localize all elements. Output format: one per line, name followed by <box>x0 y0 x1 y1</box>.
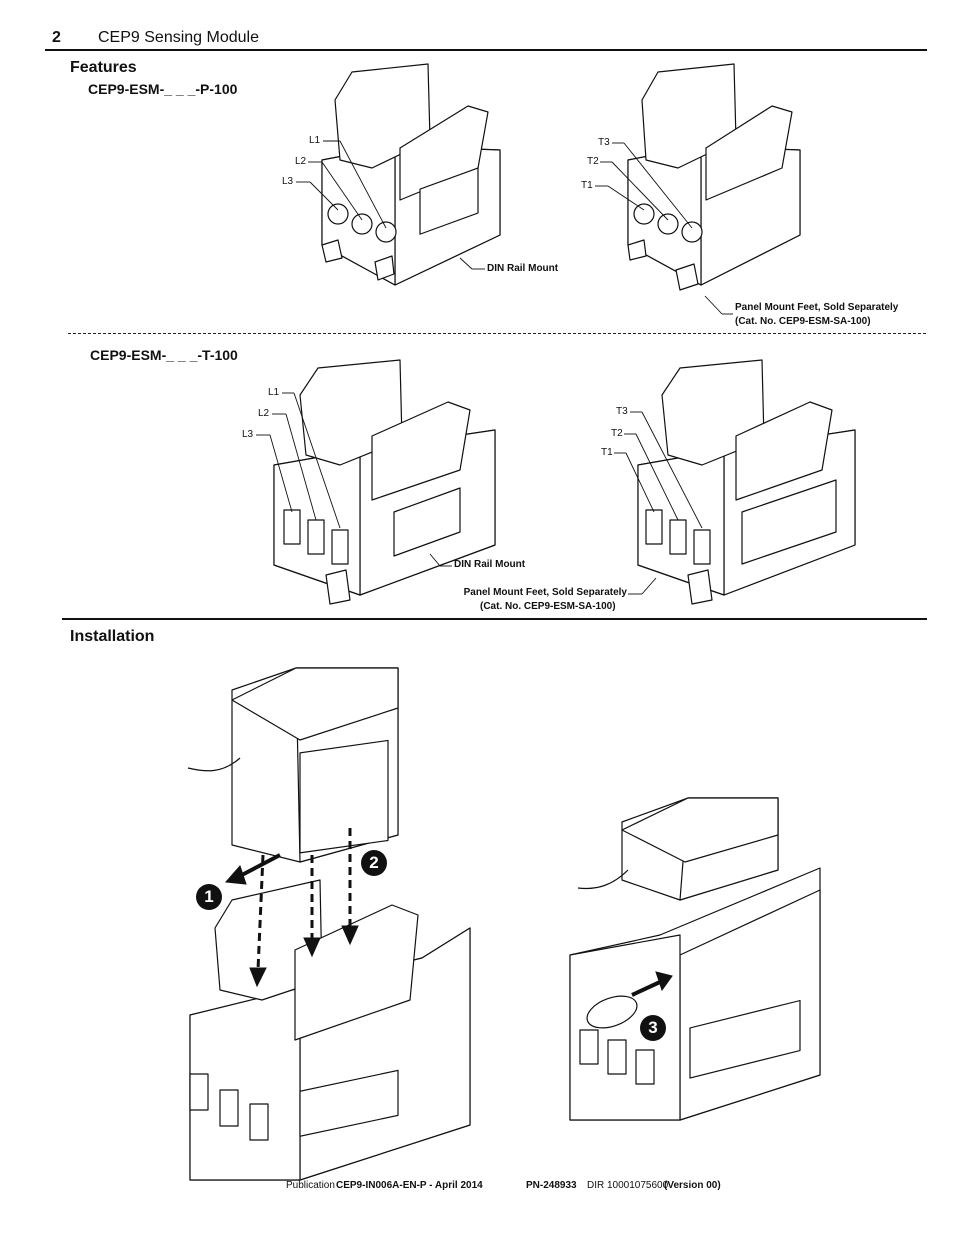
installation-left-illustration <box>189 667 471 1181</box>
p-line-module-illustration <box>321 63 501 286</box>
installation-heading: Installation <box>70 628 155 645</box>
section-divider <box>68 333 926 334</box>
running-title: CEP9 Sensing Module <box>98 29 259 46</box>
footer-version: (Version 00) <box>664 1180 721 1191</box>
p-din-rail-label: DIN Rail Mount <box>487 263 559 274</box>
t-model-heading: CEP9-ESM-_ _ _-T-100 <box>90 347 238 363</box>
footer-dir: DIR 10001075600 <box>587 1180 669 1191</box>
t-label-t3: T3 <box>616 406 628 417</box>
features-heading: Features <box>70 59 137 76</box>
t-label-t2: T2 <box>611 428 623 439</box>
t-label-l2: L2 <box>258 408 270 419</box>
step-1-marker: 1 <box>196 884 222 910</box>
installation-rule <box>62 618 927 620</box>
p-load-module-illustration <box>627 63 801 291</box>
page-number: 2 <box>52 29 61 46</box>
p-label-l2: L2 <box>295 156 307 167</box>
footer-publication: CEP9-IN006A-EN-P - April 2014 <box>336 1180 483 1191</box>
p-panel-feet-label: Panel Mount Feet, Sold Separately <box>735 302 899 313</box>
installation-right-illustration <box>569 797 821 1121</box>
step-3-marker: 3 <box>640 1015 666 1041</box>
t-panel-feet-cat: (Cat. No. CEP9-ESM-SA-100) <box>480 601 616 612</box>
t-label-l3: L3 <box>242 429 254 440</box>
t-panel-feet-label: Panel Mount Feet, Sold Separately <box>463 587 627 598</box>
t-din-rail-label: DIN Rail Mount <box>454 559 526 570</box>
step-2-marker: 2 <box>361 850 387 876</box>
t-label-l1: L1 <box>268 387 280 398</box>
p-label-t1: T1 <box>581 180 593 191</box>
footer-publication-prefix: Publication <box>286 1180 335 1191</box>
p-model-heading: CEP9-ESM-_ _ _-P-100 <box>88 81 238 97</box>
p-label-l1: L1 <box>309 135 321 146</box>
p-label-t3: T3 <box>598 137 610 148</box>
t-label-t1: T1 <box>601 447 613 458</box>
p-label-l3: L3 <box>282 176 294 187</box>
p-panel-feet-cat: (Cat. No. CEP9-ESM-SA-100) <box>735 316 871 327</box>
t-load-module-illustration <box>637 359 856 605</box>
footer-pn: PN-248933 <box>526 1180 577 1191</box>
t-line-module-illustration <box>273 359 496 605</box>
p-label-t2: T2 <box>587 156 599 167</box>
header-rule <box>45 49 927 51</box>
